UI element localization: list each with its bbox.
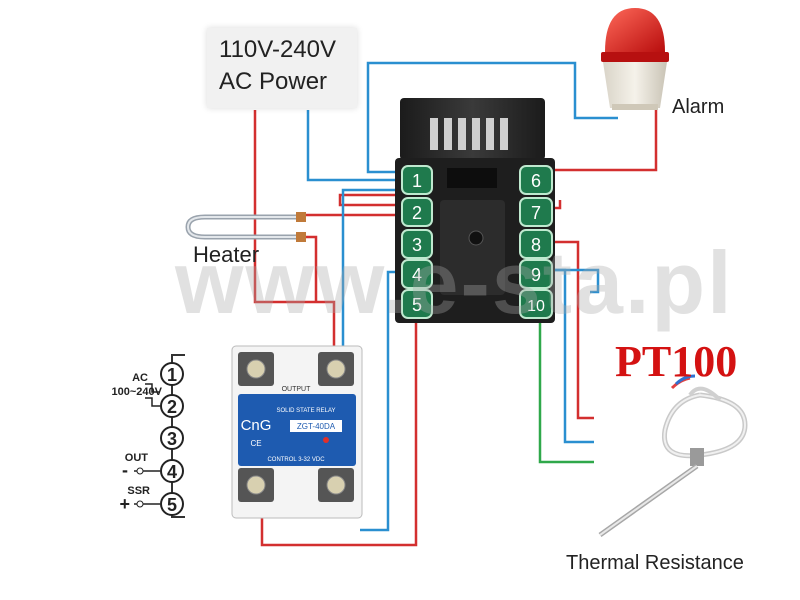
ssr-output-label: OUTPUT xyxy=(282,386,312,393)
alarm-lamp-icon xyxy=(601,8,669,110)
legend-number-5: 5 xyxy=(167,495,177,515)
ssr-control-label: CONTROL 3-32 VDC xyxy=(267,457,325,463)
legend-number-2: 2 xyxy=(167,397,177,417)
pt100-sensor-icon xyxy=(598,374,748,538)
legend-plus: + xyxy=(119,494,130,514)
alarm-label: Alarm xyxy=(672,96,725,118)
ssr-out-blue-wire xyxy=(341,188,405,350)
terminal-7-number: 7 xyxy=(531,203,541,223)
terminal-10 xyxy=(519,289,553,319)
terminal-5-number: 5 xyxy=(412,295,422,315)
terminal-3-number: 3 xyxy=(412,235,422,255)
legend-out-label: OUT xyxy=(125,452,149,464)
thermal-resistance-label: Thermal Resistance xyxy=(566,552,744,574)
terminal-9 xyxy=(519,259,553,289)
power-type-label: AC Power xyxy=(219,68,328,95)
alarm-blue-wire xyxy=(366,61,618,174)
terminal-4 xyxy=(401,259,433,289)
terminal-3 xyxy=(401,229,433,259)
power-voltage-label: 110V-240V xyxy=(219,36,336,63)
terminal-6-number: 6 xyxy=(531,171,541,191)
watermark-text: www.e-sta.pl xyxy=(175,233,734,332)
ssr-red-wire xyxy=(260,300,418,547)
ssr-brand: CnG xyxy=(241,417,272,434)
terminal-1-number: 1 xyxy=(412,171,422,191)
terminal-5 xyxy=(401,289,433,319)
legend-number-1: 1 xyxy=(167,365,177,385)
terminal-9-number: 9 xyxy=(531,265,541,285)
terminal-8-number: 8 xyxy=(531,235,541,255)
terminal-2-number: 2 xyxy=(412,203,422,223)
legend-ssr-label: SSR xyxy=(127,485,150,497)
jumper-red-wire xyxy=(338,193,405,207)
legend-number-3: 3 xyxy=(167,429,177,449)
terminal-4-number: 4 xyxy=(412,265,422,285)
term10-green-wire xyxy=(538,300,594,464)
terminal-10-number: 10 xyxy=(527,298,545,315)
legend-ac-label: AC xyxy=(132,372,148,384)
legend-number-4: 4 xyxy=(167,462,177,482)
power-blue-wire xyxy=(306,110,405,182)
term8-red-wire xyxy=(544,240,594,420)
heater-label: Heater xyxy=(193,242,260,267)
right-terminal-block: 6 7 8 9 10 xyxy=(519,165,553,319)
ssr-title: SOLID STATE RELAY xyxy=(276,408,335,414)
pt100-label: PT100 xyxy=(615,337,738,386)
ssr-model: ZGT-40DA xyxy=(297,422,336,431)
heater-red-wire-bottom xyxy=(304,235,318,302)
power-label-box: 110V-240V AC Power xyxy=(207,28,357,108)
terminal-6 xyxy=(519,165,553,195)
terminal-7 xyxy=(519,197,553,227)
ssr-terminal-legend: 1 2 3 4 5 AC 100~240V OUT - SSR + xyxy=(112,354,185,518)
terminal-8 xyxy=(519,229,553,259)
terminal-1 xyxy=(401,165,433,195)
terminal-2 xyxy=(401,197,433,227)
ssr-ce-mark: CE xyxy=(250,439,261,448)
solid-state-relay: OUTPUT CnG CE SOLID STATE RELAY ZGT-40DA… xyxy=(231,345,363,519)
heater-icon xyxy=(185,212,306,242)
power-red-wire xyxy=(253,110,336,350)
temperature-controller xyxy=(395,98,555,323)
legend-ac-range: 100~240V xyxy=(112,386,163,398)
left-terminal-block: 1 2 3 4 5 xyxy=(401,165,433,319)
legend-minus: - xyxy=(122,460,128,480)
term9-blue-wire-b xyxy=(544,268,600,294)
